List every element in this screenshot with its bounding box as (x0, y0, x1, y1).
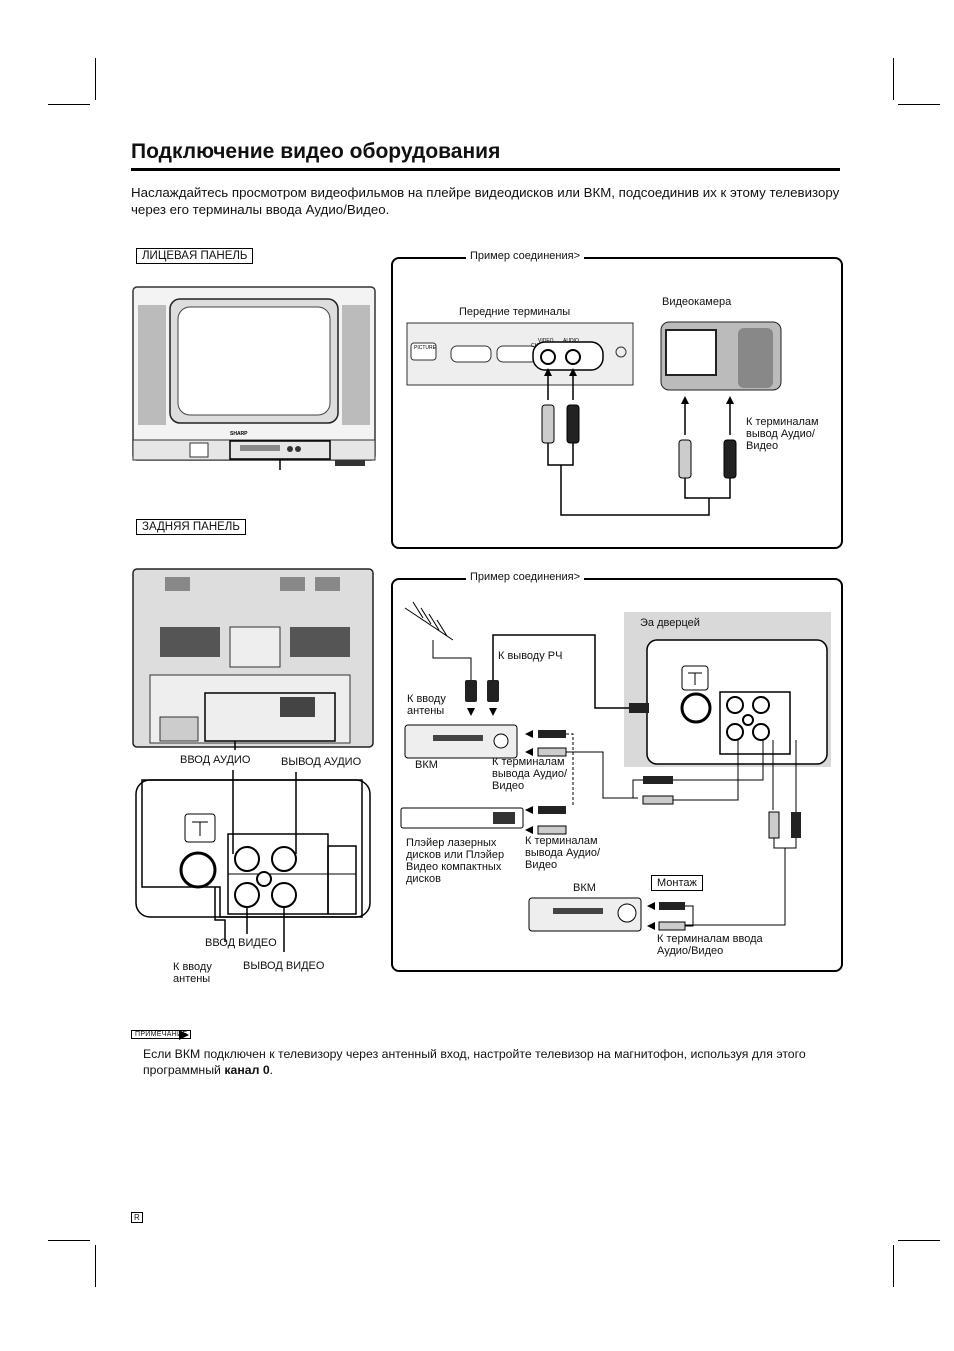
svg-text:PICTURE: PICTURE (414, 345, 437, 351)
note-text: Если ВКМ подключен к телевизору через ан… (143, 1047, 806, 1077)
page-mark: R (131, 1212, 143, 1223)
rear-connection-diagram (400, 601, 831, 932)
crop-mark (48, 1240, 90, 1241)
tv-front-illustration: SHARP (132, 286, 376, 470)
crop-mark (48, 104, 90, 105)
vcr2-input-label: К терминалам ввода Аудио/Видео (657, 933, 763, 957)
vcr1-label: ВКМ (415, 759, 438, 771)
note-tag: ПРИМЕЧАНИЕ (131, 1030, 192, 1039)
top-caption: Пример соединения> (466, 250, 584, 262)
vcr2-label: ВКМ (573, 882, 596, 894)
connection-example-top (391, 257, 843, 549)
crop-mark (898, 1240, 940, 1241)
crop-mark (893, 58, 894, 100)
intro-text: Наслаждайтесь просмотром видеофильмов на… (131, 185, 840, 217)
antenna-in-label: К вводу антены (407, 693, 446, 717)
svg-text:AUDIO: AUDIO (563, 338, 579, 344)
page-title: Подключение видео оборудования (131, 140, 501, 163)
rear-panel-label: ЗАДНЯЯ ПАНЕЛЬ (136, 519, 246, 535)
montage-label: Монтаж (651, 875, 703, 891)
crop-mark (898, 104, 940, 105)
front-terminals-label: Передние терминалы (459, 306, 571, 318)
svg-text:CH: CH (531, 343, 539, 349)
title-rule (131, 168, 840, 171)
video-out-label: ВЫВОД ВИДЕО (243, 960, 325, 972)
vcr1-output-label: К терминалам вывода Аудио/Видео (492, 756, 568, 792)
rf-out-label: К выводу РЧ (498, 650, 563, 662)
bottom-caption: Пример соединения> (466, 571, 584, 583)
svg-text:VIDEO: VIDEO (538, 338, 554, 344)
rear-antenna-in-label: К вводу антены (173, 961, 212, 985)
crop-mark (95, 1245, 96, 1287)
crop-mark (893, 1245, 894, 1287)
camcorder-label: Видеокамера (662, 296, 732, 308)
rear-terminal-closeup (135, 770, 371, 952)
ld-output-label: К терминалам вывода Аудио/Видео (525, 835, 601, 871)
note-arrow-icon (179, 1030, 189, 1040)
camcorder-output-label: К терминалам вывод Аудио/Видео (746, 416, 819, 452)
behind-door-label: Эа дверцей (640, 617, 700, 629)
audio-in-label: ВВОД АУДИО (180, 754, 251, 766)
front-panel-label: ЛИЦЕВАЯ ПАНЕЛЬ (136, 248, 254, 264)
audio-out-label: ВЫВОД АУДИО (281, 756, 362, 768)
crop-mark (95, 58, 96, 100)
front-connection-diagram: PICTURE CH VIDEO AUDIO (406, 321, 782, 516)
tv-rear-illustration (132, 568, 374, 750)
tv-brand: SHARP (230, 431, 248, 437)
video-in-label: ВВОД ВИДЕО (205, 937, 277, 949)
ld-player-label: Плэйер лазерных дисков или Плэйер Видео … (406, 837, 505, 885)
